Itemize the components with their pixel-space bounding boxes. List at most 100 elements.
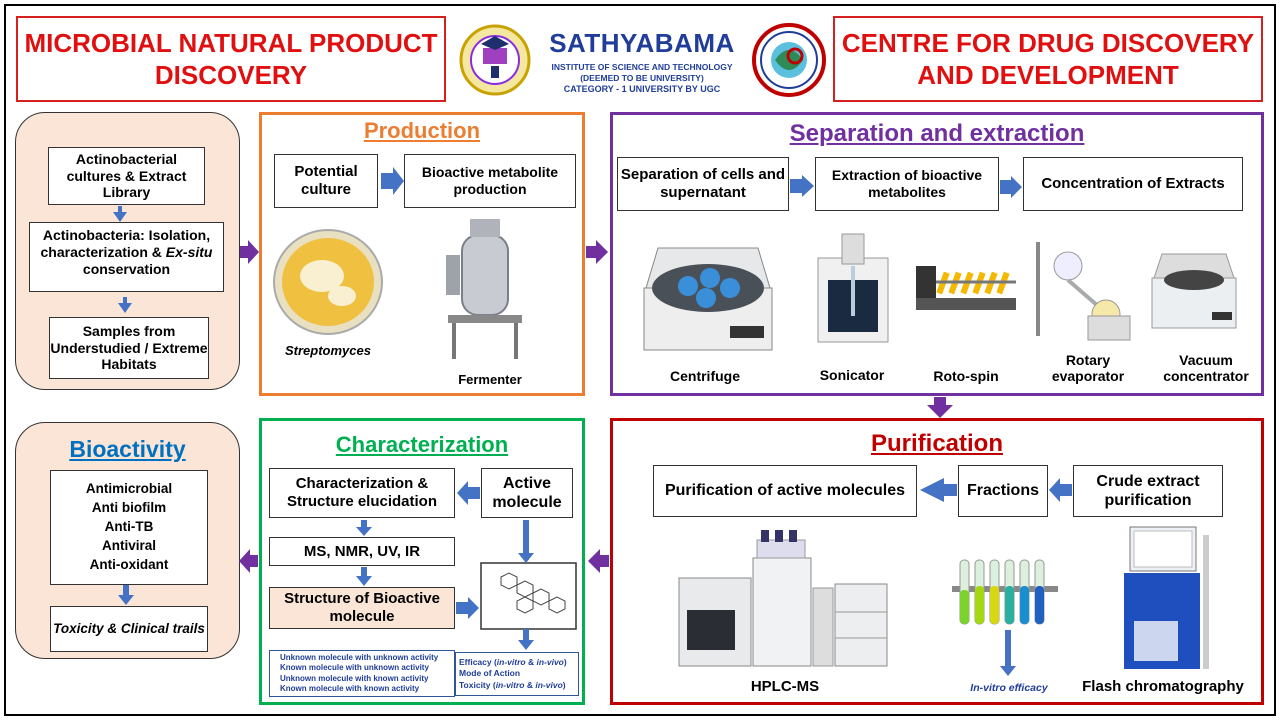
active-molecule-box: Active molecule [481, 468, 573, 518]
bioactive-structure-box: Structure of Bioactive molecule [269, 587, 455, 629]
hplc-ms-label: HPLC-MS [750, 678, 820, 695]
arrow-down-icon [518, 520, 534, 563]
bioactivity-title: Bioactivity [69, 436, 186, 462]
in-vitro-text: in-vitro [495, 679, 525, 690]
toxicity-line: Toxicity (in-vitro & in-vivo) [459, 680, 566, 691]
activity-item: Anti-TB [104, 519, 154, 535]
roto-spin-icon [916, 266, 1016, 310]
blue-arrows [113, 167, 1072, 676]
activity-item: Antimicrobial [85, 481, 173, 497]
in-vivo-text: in-vivo [536, 657, 564, 668]
category-item: Known molecule with unknown activity [280, 663, 429, 673]
streptomyces-label: Streptomyces [285, 343, 371, 358]
arrow-down-icon [927, 397, 953, 418]
bioactive-production-box: Bioactive metabolite production [404, 154, 576, 208]
in-vitro-text: in-vitro [496, 657, 526, 668]
vacuum-concentrator-label: Vacuum concentrator [1163, 352, 1249, 385]
extraction-box: Extraction of bioactive metabolites [815, 157, 999, 211]
rotary-evaporator-icon [1036, 242, 1131, 341]
toxicity-box: Toxicity & Clinical trails [50, 606, 208, 652]
arrow-left-icon [588, 549, 609, 573]
characterization-title: Characterization [335, 432, 509, 457]
arrow-left-icon [457, 481, 480, 505]
streptomyces-plate-icon [273, 229, 383, 335]
arrow-right-icon [1000, 176, 1022, 198]
hplc-ms-icon [678, 530, 888, 667]
activity-item: Anti-oxidant [89, 556, 169, 572]
separation-cells-box: Separation of cells and supernatant [617, 157, 789, 211]
centrifuge-icon [643, 247, 773, 351]
right-header-title: CENTRE FOR DRUG DISCOVERY AND DEVELOPMEN… [833, 16, 1263, 102]
structure-elucidation-box: Characterization & Structure elucidation [269, 468, 455, 518]
activities-box: Antimicrobial Anti biofilm Anti-TB Antiv… [50, 470, 208, 585]
sathyabama-logo: SATHYABAMA INSTITUTE OF SCIENCE AND TECH… [455, 20, 830, 100]
flash-chromatography-icon [1124, 526, 1209, 669]
arrow-right-icon [586, 240, 608, 264]
arrow-down-icon [356, 567, 372, 586]
arrow-left-icon [920, 478, 957, 502]
separation-title: Separation and extraction [789, 120, 1085, 147]
flash-chromatography-label: Flash chromatography [1082, 678, 1244, 695]
arrow-down-icon [1000, 630, 1016, 676]
logo-line-3: CATEGORY - 1 UNIVERSITY BY UGC [563, 84, 721, 94]
invitro-efficacy-label: In-vitro efficacy [970, 682, 1048, 694]
purification-title: Purification [870, 430, 1003, 457]
production-title: Production [363, 118, 481, 143]
logo-line-2: (DEEMED TO BE UNIVERSITY) [580, 73, 704, 83]
category-item: Known molecule with known activity [280, 683, 420, 693]
amp-text: & [524, 679, 536, 690]
arrow-right-icon [381, 167, 404, 195]
arrow-up-icon [118, 297, 132, 313]
arrow-up-icon [113, 206, 127, 222]
arrow-down-icon [356, 520, 372, 536]
amp-text: & [525, 657, 537, 668]
outer-frame [4, 4, 1276, 716]
category-item: Unknown molecule with unknown activity [280, 652, 439, 662]
rotary-evaporator-label: Rotary evaporator [1051, 352, 1125, 385]
isolation-text: Actinobacteria: Isolation, characterizat… [40, 227, 211, 260]
toxicity-prefix: Toxicity ( [459, 679, 496, 690]
in-vivo-text: in-vivo [535, 679, 563, 690]
arrow-right-icon [790, 175, 814, 197]
paren-text: ) [562, 679, 566, 690]
test-tubes-icon [952, 559, 1058, 625]
centrifuge-label: Centrifuge [670, 368, 740, 384]
sonicator-label: Sonicator [819, 367, 885, 383]
methods-box: MS, NMR, UV, IR [269, 537, 455, 566]
conservation-text: conservation [82, 260, 171, 277]
arrow-left-icon [239, 549, 258, 573]
potential-culture-box: Potential culture [274, 154, 378, 208]
culture-library-box: Actinobacterial cultures & Extract Libra… [48, 147, 205, 205]
fermenter-label: Fermenter [458, 372, 522, 387]
paren-text: ) [563, 657, 567, 668]
molecule-categories-box: Unknown molecule with unknown activity K… [269, 650, 455, 697]
crude-extract-box: Crude extract purification [1073, 465, 1223, 517]
efficacy-prefix: Efficacy ( [459, 657, 497, 668]
ex-situ-text: Ex-situ [165, 243, 213, 260]
arrow-down-icon [118, 585, 134, 605]
efficacy-line: Efficacy (in-vitro & in-vivo) [459, 657, 567, 668]
category-item: Unknown molecule with known activity [280, 673, 429, 683]
efficacy-box: Efficacy (in-vitro & in-vivo) Mode of Ac… [455, 652, 579, 696]
logo-line-1: INSTITUTE OF SCIENCE AND TECHNOLOGY [551, 62, 733, 72]
purple-arrows [239, 240, 953, 573]
left-header-title: MICROBIAL NATURAL PRODUCT DISCOVERY [16, 16, 446, 102]
vacuum-concentrator-icon [1151, 253, 1237, 329]
isolation-box: Actinobacteria: Isolation, characterizat… [29, 222, 224, 292]
molecule-structure-icon [480, 562, 577, 630]
arrow-down-icon [518, 629, 534, 650]
samples-box: Samples from Understudied / Extreme Habi… [49, 317, 209, 379]
concentration-box: Concentration of Extracts [1023, 157, 1243, 211]
logo-name: SATHYABAMA [549, 28, 735, 58]
purification-active-box: Purification of active molecules [653, 465, 917, 517]
fractions-box: Fractions [958, 465, 1048, 517]
moa-line: Mode of Action [459, 668, 521, 679]
arrow-left-icon [1049, 478, 1072, 502]
activity-item: Anti biofilm [91, 500, 167, 516]
arrow-right-icon [456, 597, 479, 619]
arrow-right-icon [240, 240, 259, 264]
sonicator-icon [817, 233, 889, 343]
fermenter-icon [446, 219, 522, 359]
cddd-emblem-icon [752, 23, 826, 97]
